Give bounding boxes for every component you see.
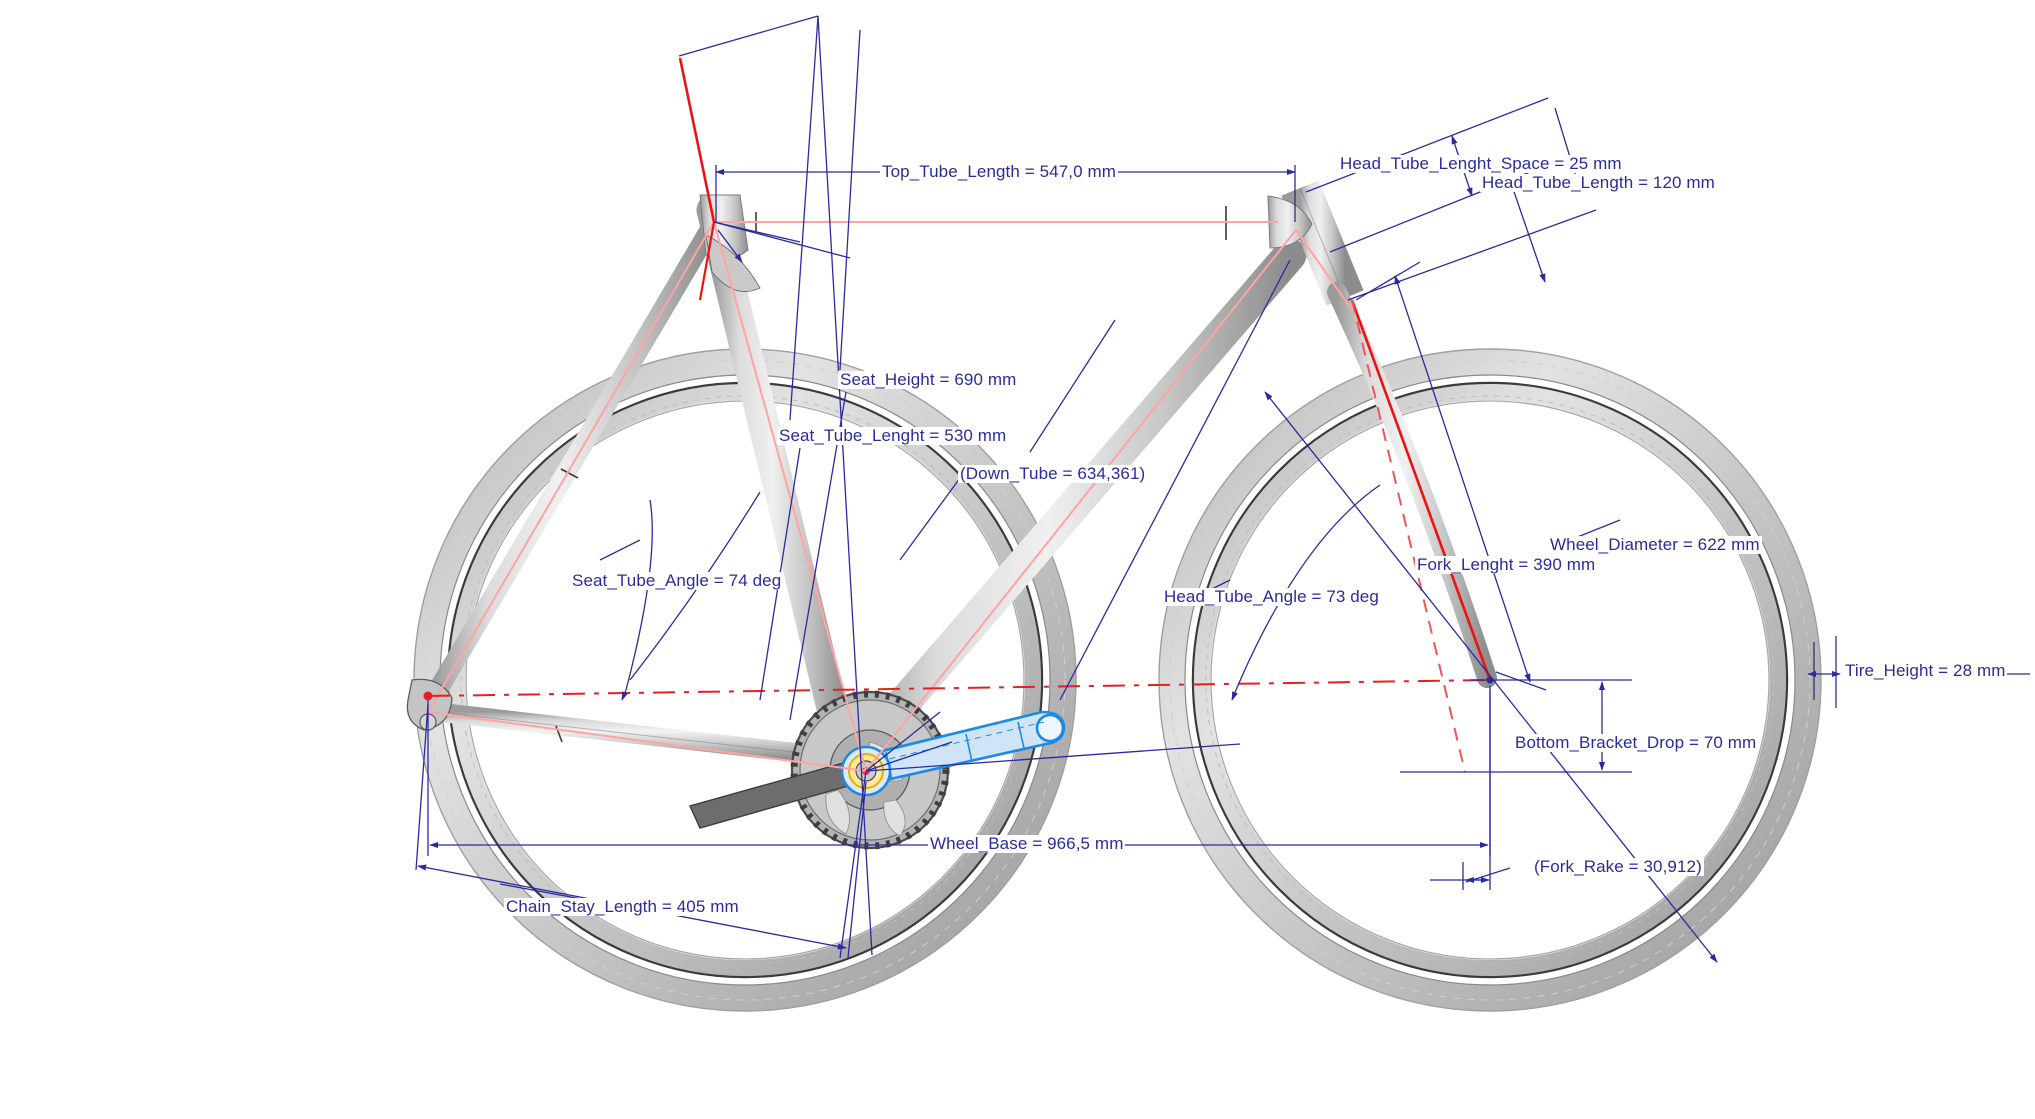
front-rim-dashline <box>1205 395 1775 965</box>
bb-leader-a <box>865 711 941 772</box>
seat-tube-centerline <box>713 221 867 772</box>
dim-line-head-tube-length[interactable] <box>1347 107 1597 301</box>
htl-dim <box>1509 179 1546 283</box>
sta-leader <box>599 539 641 561</box>
bb-vertical-leader <box>839 770 867 959</box>
chainring-teeth <box>790 690 950 850</box>
crank-arm-rib-b <box>965 733 973 763</box>
dt-leader-lower <box>899 477 961 561</box>
dim-line-wheel-base[interactable] <box>427 686 1491 856</box>
head-tube-lug <box>1267 195 1313 249</box>
dim-label-head-tube-length[interactable]: Head_Tube_Length = 120 mm <box>1480 173 1717 192</box>
seatpost-box-top <box>678 15 819 57</box>
dim-label-head-tube-angle[interactable]: Head_Tube_Angle = 73 deg <box>1162 587 1381 606</box>
bb-horizontal-datum <box>865 743 1241 772</box>
dim-line-bb-drop[interactable] <box>1400 679 1632 773</box>
rear-axle-origin-point <box>423 691 433 701</box>
hta-arrow <box>1231 689 1238 701</box>
chain-stay-edge <box>436 711 846 759</box>
spider-cutout-c <box>883 799 906 837</box>
seat-height-leader-upper <box>839 29 861 371</box>
csl-ext-rear <box>415 703 429 871</box>
htl-ext-b <box>1347 209 1597 301</box>
front-tire-tread-line <box>1169 359 1811 1001</box>
dimension-annotations[interactable] <box>415 15 2030 963</box>
dim-label-seat-height[interactable]: Seat_Height = 690 mm <box>838 370 1019 389</box>
stl-leader-upper <box>789 15 819 421</box>
dim-label-down-tube[interactable]: (Down_Tube = 634,361) <box>958 464 1148 483</box>
dim-line-wheel-diameter[interactable] <box>1264 391 1718 963</box>
down-tube <box>833 238 1307 782</box>
stl-arrow-top <box>717 229 743 263</box>
dim-label-seat-tube-lenght[interactable]: Seat_Tube_Lenght = 530 mm <box>777 426 1009 445</box>
dim-label-seat-tube-angle[interactable]: Seat_Tube_Angle = 74 deg <box>570 571 784 590</box>
seat-tube-construction-lower <box>698 221 716 301</box>
bb-leader-b <box>865 741 953 772</box>
rear-rim-dashline <box>460 395 1030 965</box>
csl-ext-bb <box>847 781 867 959</box>
dim-label-fork-rake[interactable]: (Fork_Rake = 30,912) <box>1532 857 1704 876</box>
dim-label-chain-stay-length[interactable]: Chain_Stay_Length = 405 mm <box>504 897 741 916</box>
chain-stay-centerline <box>427 711 867 772</box>
dim-line-fork-rake[interactable] <box>1430 690 1511 890</box>
seat-height-leader-lower <box>789 391 847 721</box>
sta-arc-2 <box>625 499 653 691</box>
dim-line-down-tube[interactable] <box>899 319 1116 561</box>
seat-tube <box>696 194 861 778</box>
sta-arrow <box>621 689 628 701</box>
axle-datum-line <box>427 679 1491 697</box>
fr-leader <box>1465 867 1511 883</box>
rear-rim-body <box>449 384 1041 976</box>
seatpost-box-right <box>817 15 873 956</box>
crank-arm-centerline <box>867 721 1045 765</box>
dim-label-top-tube-length[interactable]: Top_Tube_Length = 547,0 mm <box>880 162 1118 181</box>
dt-sketch-leader <box>1059 259 1291 701</box>
fl-ext-bot <box>1495 671 1547 691</box>
head-tube <box>1281 180 1364 306</box>
leader-seat-angle-top-2 <box>713 221 851 259</box>
dim-label-wheel-diameter[interactable]: Wheel_Diameter = 622 mm <box>1548 535 1762 554</box>
seat-post-construction-line <box>678 57 716 223</box>
dim-arc-seat-tube-angle[interactable] <box>599 491 761 701</box>
down-tube-centerline <box>865 229 1297 772</box>
seat-stay-bridge-detail <box>705 234 761 292</box>
spider-cutout-b <box>825 789 850 835</box>
dim-label-fork-lenght[interactable]: Fork_Lenght = 390 mm <box>1415 555 1598 574</box>
fl-ext-top <box>1355 261 1421 301</box>
dt-leader-upper <box>1029 319 1116 453</box>
dim-label-wheel-base[interactable]: Wheel_Base = 966,5 mm <box>928 834 1126 853</box>
wd-dim <box>1264 391 1718 963</box>
pedal-spindle-hole <box>1035 713 1065 743</box>
rear-tire-tread-line <box>424 359 1066 1001</box>
dim-label-head-tube-lenght-space[interactable]: Head_Tube_Lenght_Space = 25 mm <box>1338 154 1624 173</box>
drivetrain[interactable] <box>689 690 1066 850</box>
dim-line-seat-post-box[interactable] <box>678 15 873 956</box>
crank-arm-rib-c <box>1017 721 1025 749</box>
seat-stay-joint-ring <box>560 468 579 479</box>
selected-crank-arm[interactable] <box>860 710 1066 786</box>
seat-stay-centerline <box>427 221 715 713</box>
dim-label-bottom-bracket-drop[interactable]: Bottom_Bracket_Drop = 70 mm <box>1513 733 1759 752</box>
head-tube-edge <box>1299 187 1346 299</box>
head-tube-centerline <box>1295 229 1353 311</box>
dim-label-tire-height[interactable]: Tire_Height = 28 mm <box>1843 661 2008 680</box>
dim-line-seat-height[interactable] <box>789 29 861 721</box>
htls-ext-a <box>1305 97 1549 193</box>
